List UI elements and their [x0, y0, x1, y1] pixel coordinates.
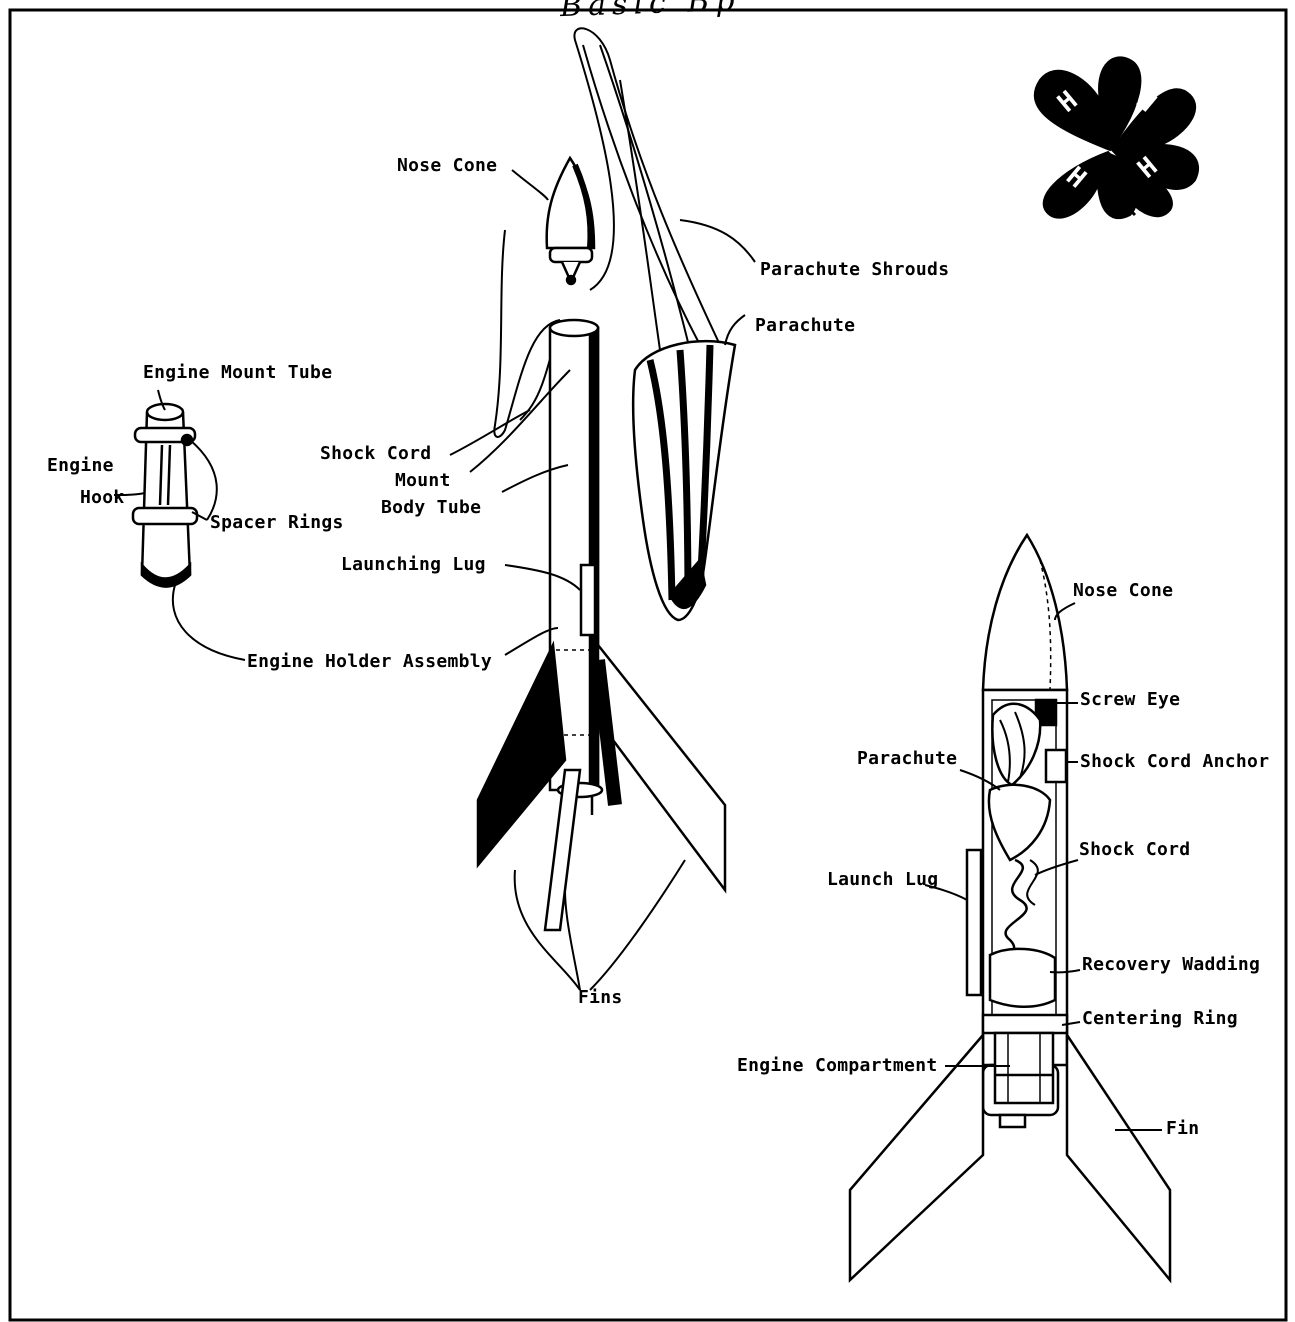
label-centering-ring: Centering Ring: [1082, 1009, 1238, 1029]
label-parachute-shrouds: Parachute Shrouds: [760, 260, 949, 280]
clover-logo-drawing: [1035, 57, 1198, 218]
engine-holder-assembly-drawing: [133, 404, 197, 587]
label-nose-cone-exploded: Nose Cone: [397, 156, 497, 176]
label-launch-lug: Launch Lug: [827, 870, 938, 890]
label-engine-holder-assembly: Engine Holder Assembly: [247, 652, 492, 672]
label-engine-hook-line1: Engine: [47, 456, 114, 476]
label-fins: Fins: [578, 988, 623, 1008]
label-shock-cord-cutaway: Shock Cord: [1079, 840, 1190, 860]
label-engine-compartment: Engine Compartment: [737, 1056, 937, 1076]
label-spacer-rings: Spacer Rings: [210, 513, 344, 533]
label-shock-cord-anchor: Shock Cord Anchor: [1080, 752, 1269, 772]
label-parachute-exploded: Parachute: [755, 316, 855, 336]
label-recovery-wadding: Recovery Wadding: [1082, 955, 1260, 975]
label-engine-hook-line2: Hook: [80, 488, 125, 508]
exploded-rocket-drawing: [478, 28, 735, 930]
label-screw-eye: Screw Eye: [1080, 690, 1180, 710]
label-fin: Fin: [1166, 1119, 1199, 1139]
label-mount: Mount: [395, 471, 451, 491]
label-launching-lug: Launching Lug: [341, 555, 486, 575]
label-body-tube: Body Tube: [381, 498, 481, 518]
label-engine-mount-tube: Engine Mount Tube: [143, 363, 332, 383]
label-parachute-cutaway: Parachute: [857, 749, 957, 769]
label-shock-cord-exploded: Shock Cord: [320, 444, 431, 464]
cutaway-rocket-drawing: [850, 535, 1170, 1280]
label-nose-cone-cutaway: Nose Cone: [1073, 581, 1173, 601]
